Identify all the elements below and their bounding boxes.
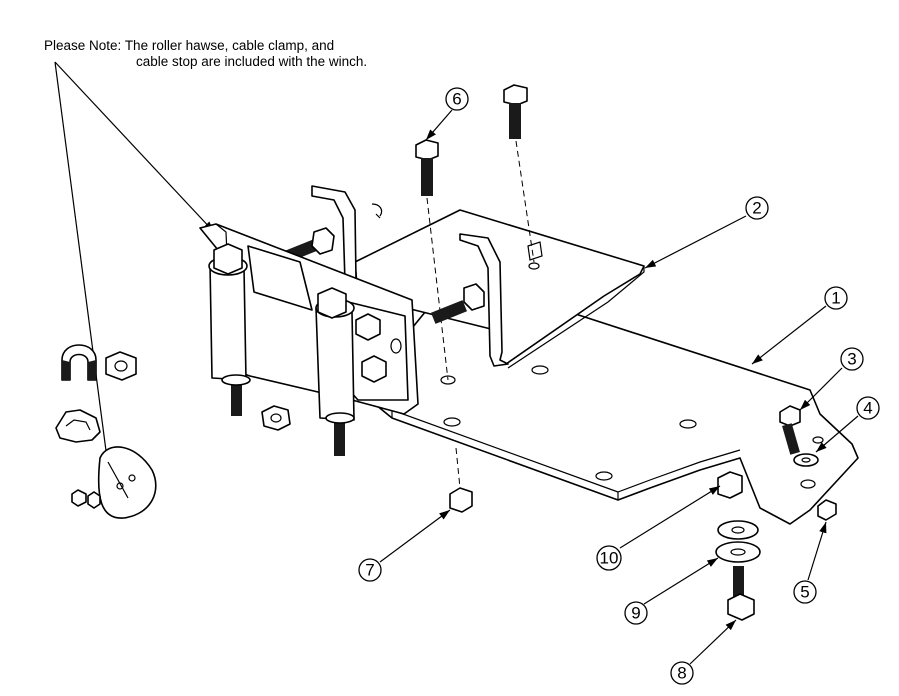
callouts: 1 2 3 4 5 6 7 8 bbox=[358, 87, 880, 685]
svg-text:1: 1 bbox=[831, 289, 840, 308]
note-label: Please Note: bbox=[44, 38, 122, 53]
callout-5: 5 bbox=[793, 521, 827, 604]
please-note-text: Please Note: The roller hawse, cable cla… bbox=[44, 38, 367, 70]
callout-3: 3 bbox=[799, 347, 864, 411]
svg-text:9: 9 bbox=[631, 604, 640, 623]
svg-text:4: 4 bbox=[863, 399, 872, 418]
callout-2: 2 bbox=[644, 196, 769, 269]
callout-10: 10 bbox=[596, 485, 721, 571]
right-bolt-washer bbox=[779, 405, 819, 467]
svg-text:8: 8 bbox=[677, 664, 686, 683]
svg-text:6: 6 bbox=[452, 90, 461, 109]
svg-text:3: 3 bbox=[847, 350, 856, 369]
mounting-plate bbox=[311, 185, 645, 369]
nuts bbox=[449, 447, 837, 521]
callout-8: 8 bbox=[670, 619, 737, 685]
callout-1: 1 bbox=[751, 286, 848, 365]
bottom-bolt-stack bbox=[715, 520, 761, 621]
callout-7: 7 bbox=[358, 509, 451, 582]
callout-4: 4 bbox=[815, 396, 880, 453]
callout-6: 6 bbox=[425, 87, 469, 141]
svg-text:10: 10 bbox=[600, 549, 619, 568]
svg-text:2: 2 bbox=[752, 199, 761, 218]
note-line-1: The roller hawse, cable clamp, and bbox=[124, 38, 335, 53]
svg-text:5: 5 bbox=[800, 583, 809, 602]
callout-9: 9 bbox=[624, 557, 719, 625]
cable-clamp-parts bbox=[55, 344, 157, 519]
roller-hawse bbox=[199, 223, 419, 456]
svg-text:7: 7 bbox=[365, 561, 374, 580]
note-line-2: cable stop are included with the winch. bbox=[136, 54, 368, 69]
note-leaders bbox=[54, 61, 215, 467]
